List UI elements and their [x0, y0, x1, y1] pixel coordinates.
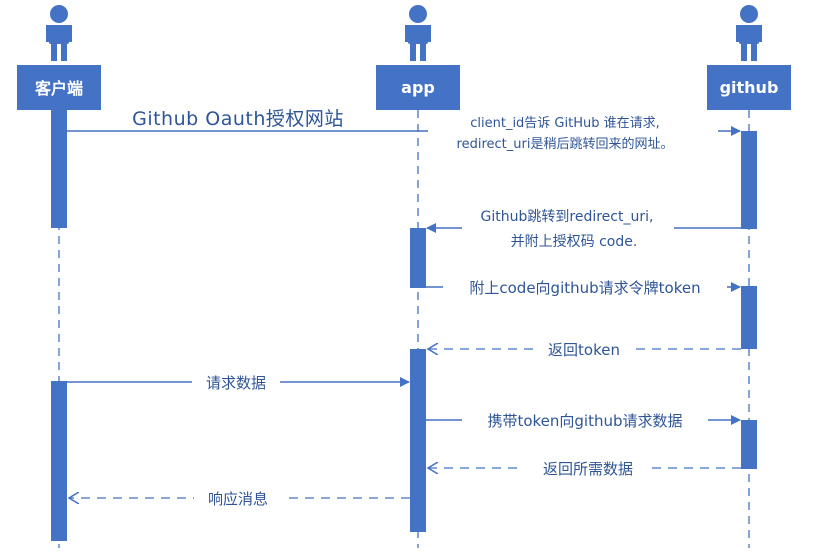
actor-box-github [707, 65, 791, 110]
message-label-bg-9 [194, 487, 282, 509]
actor-box-app [376, 65, 460, 110]
activation-bar-client-2 [51, 381, 67, 541]
message-label-bg-2 [428, 111, 718, 155]
message-label-bg-8 [524, 457, 652, 479]
person-icon [46, 5, 72, 61]
actor-label-app: app [401, 78, 435, 97]
message-label-4: 附上code向github请求令牌token [469, 279, 700, 297]
message-label-1: Github Oauth授权网站 [132, 108, 344, 130]
person-icon [736, 5, 762, 61]
actor-client: 客户端 [17, 5, 101, 110]
message-label-bg-3 [462, 206, 674, 254]
actor-app: app [376, 5, 460, 110]
message-label-7: 携带token向github请求数据 [487, 412, 682, 430]
message-label-bg-7 [462, 409, 708, 431]
message-label-6: 请求数据 [206, 374, 266, 392]
activation-bar-client-1 [51, 110, 67, 228]
actor-label-client: 客户端 [35, 79, 83, 98]
lifelines [58, 110, 750, 548]
message-label-9: 响应消息 [208, 490, 268, 508]
activation-bar-github-3 [741, 420, 757, 469]
activation-bar-app-1 [410, 228, 426, 288]
message-label-8: 返回所需数据 [543, 460, 633, 478]
message-label-bg-6 [192, 371, 280, 393]
actor-box-client [17, 65, 101, 110]
activation-bar-github-1 [741, 131, 757, 229]
person-icon [405, 5, 431, 61]
message-label-2a: client_id告诉 GitHub 谁在请求, [470, 116, 660, 131]
message-label-3a: Github跳转到redirect_uri, [481, 209, 654, 225]
messages: Github Oauth授权网站 client_id告诉 GitHub 谁在请求… [67, 108, 741, 509]
actor-label-github: github [720, 78, 779, 97]
message-label-bg-4 [443, 276, 727, 298]
message-label-5: 返回token [548, 341, 620, 359]
activation-bar-github-2 [741, 286, 757, 349]
message-label-2b: redirect_uri是稍后跳转回来的网址。 [457, 136, 674, 152]
activation-bars [51, 110, 757, 541]
message-label-3b: 并附上授权码 code. [511, 234, 638, 250]
message-label-bg-5 [538, 338, 630, 360]
actor-github: github [707, 5, 791, 110]
activation-bar-app-2 [410, 349, 426, 532]
